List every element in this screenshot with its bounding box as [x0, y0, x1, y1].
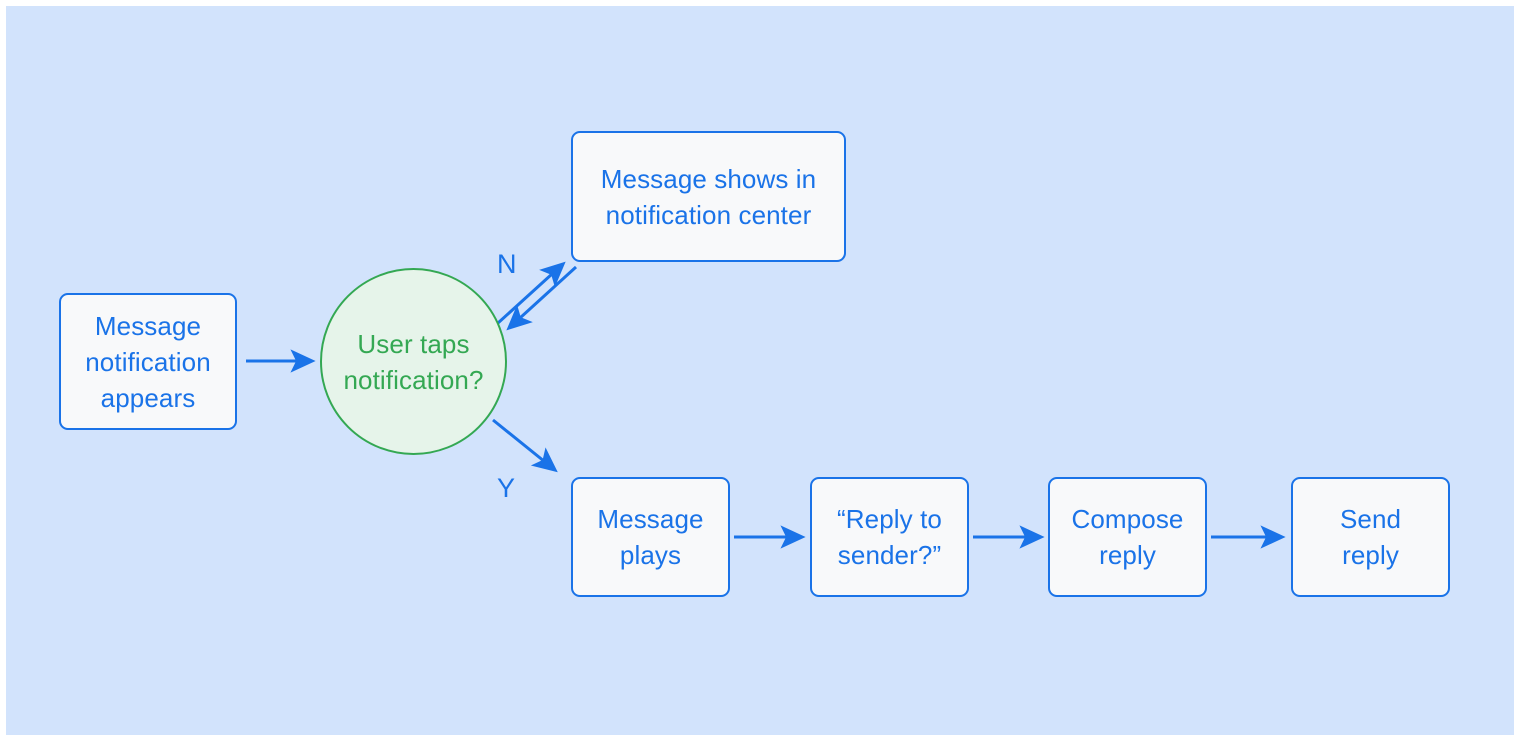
- node-user-taps-notification-decision[interactable]: User taps notification?: [320, 268, 507, 455]
- node-label: “Reply to sender?”: [837, 504, 942, 570]
- node-label: Message plays: [597, 504, 704, 570]
- connector-decision-to-message-plays: [492, 418, 558, 473]
- node-message-notification-appears[interactable]: Message notification appears: [59, 293, 237, 430]
- node-label: User taps notification?: [343, 328, 484, 395]
- node-label: Message notification appears: [85, 310, 211, 413]
- node-message-shows-in-notification-center[interactable]: Message shows in notification center: [571, 131, 846, 262]
- diagram-canvas: Message notification appears User taps n…: [6, 6, 1514, 735]
- edge-label-no: N: [497, 249, 517, 279]
- node-reply-to-sender-prompt[interactable]: “Reply to sender?”: [810, 477, 969, 597]
- node-label: Send reply: [1339, 504, 1402, 570]
- edge-label-yes: Y: [497, 473, 516, 503]
- node-label: Message shows in notification center: [600, 163, 817, 230]
- node-send-reply[interactable]: Send reply: [1291, 477, 1450, 597]
- node-message-plays[interactable]: Message plays: [571, 477, 730, 597]
- node-compose-reply[interactable]: Compose reply: [1048, 477, 1207, 597]
- connector-notification-center-to-decision: [506, 265, 578, 331]
- node-label: Compose reply: [1071, 504, 1184, 570]
